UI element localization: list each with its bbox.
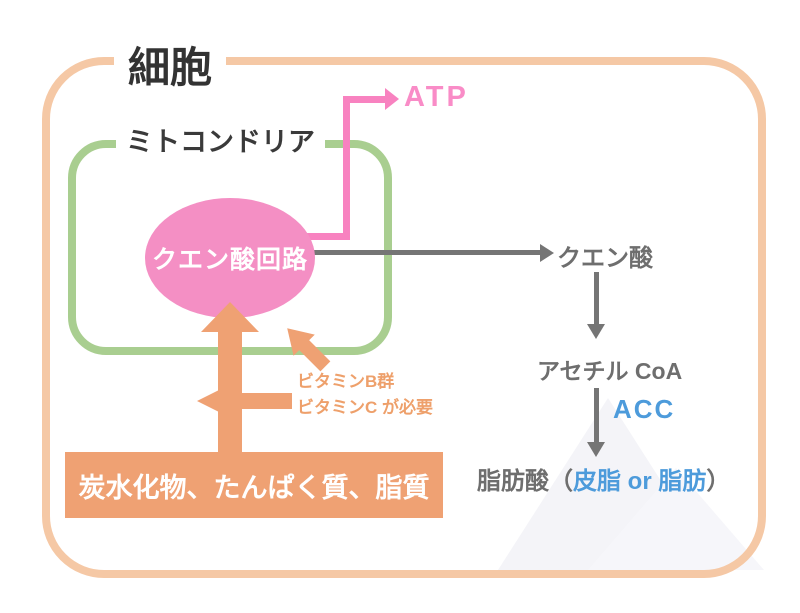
cell-label: 細胞 [114,30,227,99]
atp-arrowhead-icon [385,88,399,110]
atp-arrow-segment-low [300,233,350,240]
acc-enzyme-label: ACC [613,394,676,424]
fatty-acid-suffix: ） [706,468,731,495]
nutrients-box: 炭水化物、たんぱく質、脂質 [65,452,443,518]
acetyl-coa-label: アセチル CoA [537,358,683,384]
cell-outline [42,57,766,578]
fatty-acid-prefix: 脂肪酸（ [477,468,573,495]
citric-acid-label: クエン酸 [557,245,653,272]
atp-arrow-segment-top [343,96,387,103]
acetyl-coa-arrow-line [594,272,599,324]
vitamin-note-line2: ビタミンC が必要 [297,398,433,417]
vitamin-left-arrowhead-icon [197,384,231,418]
nutrients-up-arrowhead-icon [201,302,259,332]
citric-acid-arrowhead-icon [540,244,554,262]
citric-acid-arrow-line [308,250,540,255]
citric-acid-cycle-node: クエン酸回路 [145,198,315,318]
atp-arrow-segment-vertical [343,96,350,240]
vitamin-diagonal-arrow-shaft [297,338,331,372]
vitamin-note-line1: ビタミンB群 [297,372,395,391]
atp-label: ATP [404,81,469,113]
citric-acid-cycle-label: クエン酸回路 [151,246,308,274]
acetyl-coa-arrowhead-icon [587,324,605,339]
fatty-acid-highlight: 皮脂 or 脂肪 [573,468,707,495]
nutrients-label: 炭水化物、たんぱく質、脂質 [78,472,430,503]
fatty-acid-label: 脂肪酸（皮脂 or 脂肪） [477,461,730,496]
vitamin-left-arrow-shaft [230,393,292,409]
mitochondria-label: ミトコンドリア [116,118,325,161]
vitamin-note: ビタミンB群 ビタミンC が必要 [297,369,433,421]
fatty-acid-arrow-line [594,388,599,442]
fatty-acid-arrowhead-icon [587,442,605,457]
